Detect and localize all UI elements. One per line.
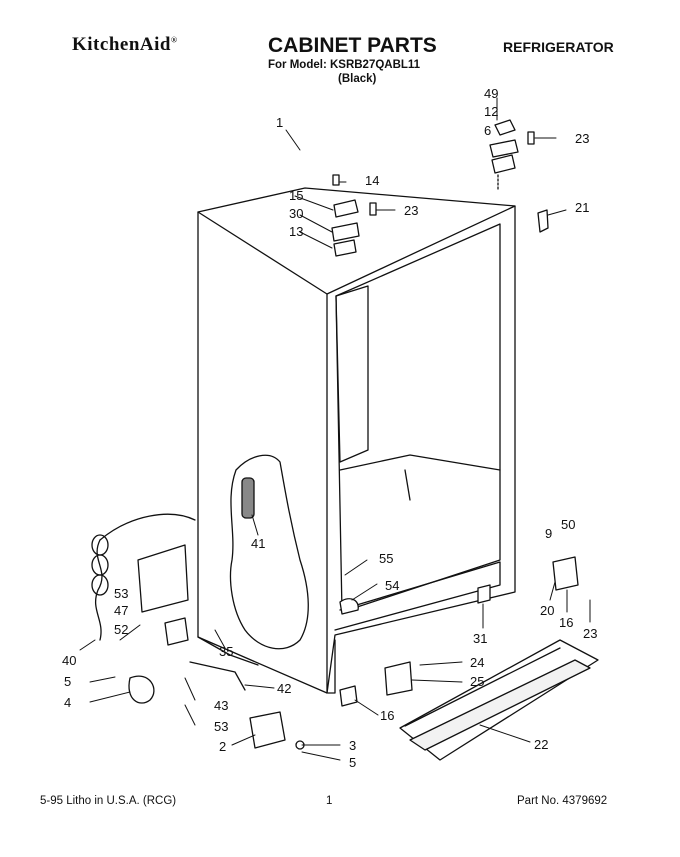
part-54: [339, 598, 359, 615]
drain-tube: [241, 477, 255, 519]
color-line: (Black): [338, 73, 377, 85]
callout-label: 54: [385, 578, 399, 593]
callout-label: 30: [289, 206, 303, 221]
callout-label: 53: [114, 586, 128, 601]
brand-registered-mark: ®: [170, 35, 178, 45]
page-title: CABINET PARTS: [268, 34, 437, 57]
part-16-clip: [339, 685, 358, 707]
brand-name: KitchenAid: [72, 34, 171, 55]
callout-label: 53: [214, 719, 228, 734]
callout-label: 5: [349, 755, 356, 770]
power-cord: [91, 513, 196, 641]
part-31: [477, 584, 491, 604]
callout-label: 2: [219, 739, 226, 754]
callout-label: 14: [365, 173, 379, 188]
callout-label: 25: [470, 674, 484, 689]
callout-label: 42: [277, 681, 291, 696]
part-25-bracket: [384, 661, 413, 696]
compressor-bracket: [137, 544, 189, 613]
callout-label: 12: [484, 104, 498, 119]
callout-label: 23: [575, 131, 589, 146]
callout-label: 15: [289, 188, 303, 203]
brand-logo: KitchenAid®: [72, 34, 177, 56]
callout-label: 55: [379, 551, 393, 566]
callout-label: 50: [561, 517, 575, 532]
model-info: For Model: KSRB27QABL11 (Black): [268, 58, 420, 86]
callout-label: 23: [583, 626, 597, 641]
callout-label: 47: [114, 603, 128, 618]
part-52: [164, 617, 189, 646]
callout-label: 16: [559, 615, 573, 630]
callout-labels: 1 49 12 6 23 14 15 23 30 13 21 41 9 50 5…: [62, 86, 597, 770]
callout-label: 4: [64, 695, 71, 710]
part-2-leveler: [249, 711, 286, 749]
leader-lines: [79, 97, 591, 761]
callout-label: 13: [289, 224, 303, 239]
top-center-hinge: [331, 174, 377, 257]
callout-label: 9: [545, 526, 552, 541]
callout-label: 6: [484, 123, 491, 138]
callout-label: 49: [484, 86, 498, 101]
toe-grille: [399, 639, 599, 761]
callout-label: 3: [349, 738, 356, 753]
callout-label: 41: [251, 536, 265, 551]
part-42-tube: [189, 661, 246, 691]
callout-label: 21: [575, 200, 589, 215]
part-4-roller: [128, 675, 155, 704]
callout-label: 40: [62, 653, 76, 668]
callout-label: 22: [534, 737, 548, 752]
part-number: Part No. 4379692: [517, 795, 608, 807]
callout-label: 35: [219, 644, 233, 659]
callout-label: 24: [470, 655, 484, 670]
callout-label: 20: [540, 603, 554, 618]
model-line: For Model: KSRB27QABL11: [268, 59, 421, 71]
part-20-hinge: [552, 556, 579, 591]
callout-label: 52: [114, 622, 128, 637]
print-date: 5-95 Litho in U.S.A. (RCG): [40, 795, 177, 807]
top-right-hinge: [489, 119, 535, 191]
callout-label: 43: [214, 698, 228, 713]
callout-label: 23: [404, 203, 418, 218]
callout-label: 1: [276, 115, 283, 130]
callout-label: 5: [64, 674, 71, 689]
callout-label: 31: [473, 631, 487, 646]
part-21: [537, 209, 549, 233]
page-number: 1: [326, 795, 333, 807]
callout-label: 16: [380, 708, 394, 723]
appliance-category: REFRIGERATOR: [503, 39, 614, 55]
